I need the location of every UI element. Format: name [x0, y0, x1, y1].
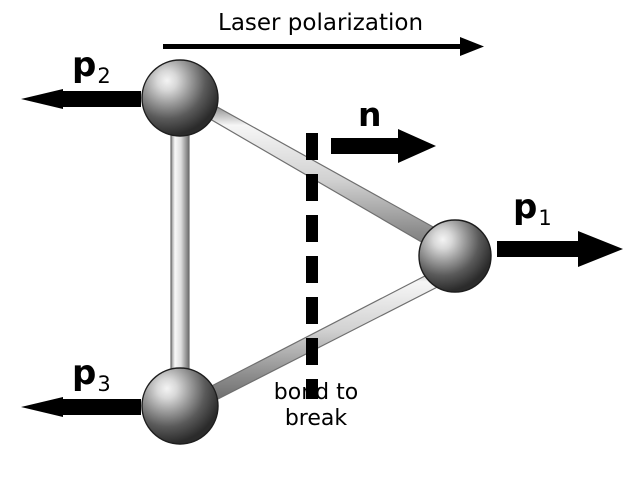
bond-group: [170, 95, 463, 409]
momentum-2-subscript: 2: [97, 64, 111, 88]
atom-bottom-left: [141, 367, 219, 445]
momentum-1-symbol: p: [513, 187, 538, 227]
bond-to-break-line-2: break: [284, 405, 348, 431]
dash-segment: [306, 379, 318, 399]
momentum-3-label: p3: [72, 353, 111, 395]
dash-segment: [306, 297, 318, 324]
momentum-1-subscript: 1: [538, 206, 552, 230]
momentum-3-symbol: p: [72, 353, 97, 393]
dash-segment: [306, 133, 318, 160]
atom-group: [141, 59, 492, 445]
momentum-1-label: p1: [513, 187, 552, 229]
dash-segment: [306, 256, 318, 283]
normal-vector-label: n: [358, 95, 382, 134]
laser-polarization-label: Laser polarization: [218, 10, 424, 36]
atom-right: [418, 219, 492, 293]
momentum-1-arrow: [497, 231, 623, 267]
momentum-3-arrow: [21, 397, 141, 417]
dash-segment: [306, 338, 318, 365]
laser-polarization-arrow: [163, 37, 484, 56]
momentum-2-arrow: [21, 89, 141, 109]
dash-segment: [306, 174, 318, 201]
atom-top-left: [141, 59, 219, 137]
dash-segment: [306, 215, 318, 242]
momentum-2-symbol: p: [72, 45, 97, 85]
bond-to-break-marker: [306, 133, 318, 399]
bond-to-break-label: bond to break: [254, 380, 378, 432]
bond-to-break-line-1: bond to: [273, 380, 359, 405]
momentum-2-label: p2: [72, 45, 111, 87]
momentum-3-subscript: 3: [97, 372, 111, 396]
bond-top-right: [196, 102, 463, 263]
bond-left-vertical: [170, 95, 190, 409]
normal-vector-arrow: [331, 129, 436, 163]
